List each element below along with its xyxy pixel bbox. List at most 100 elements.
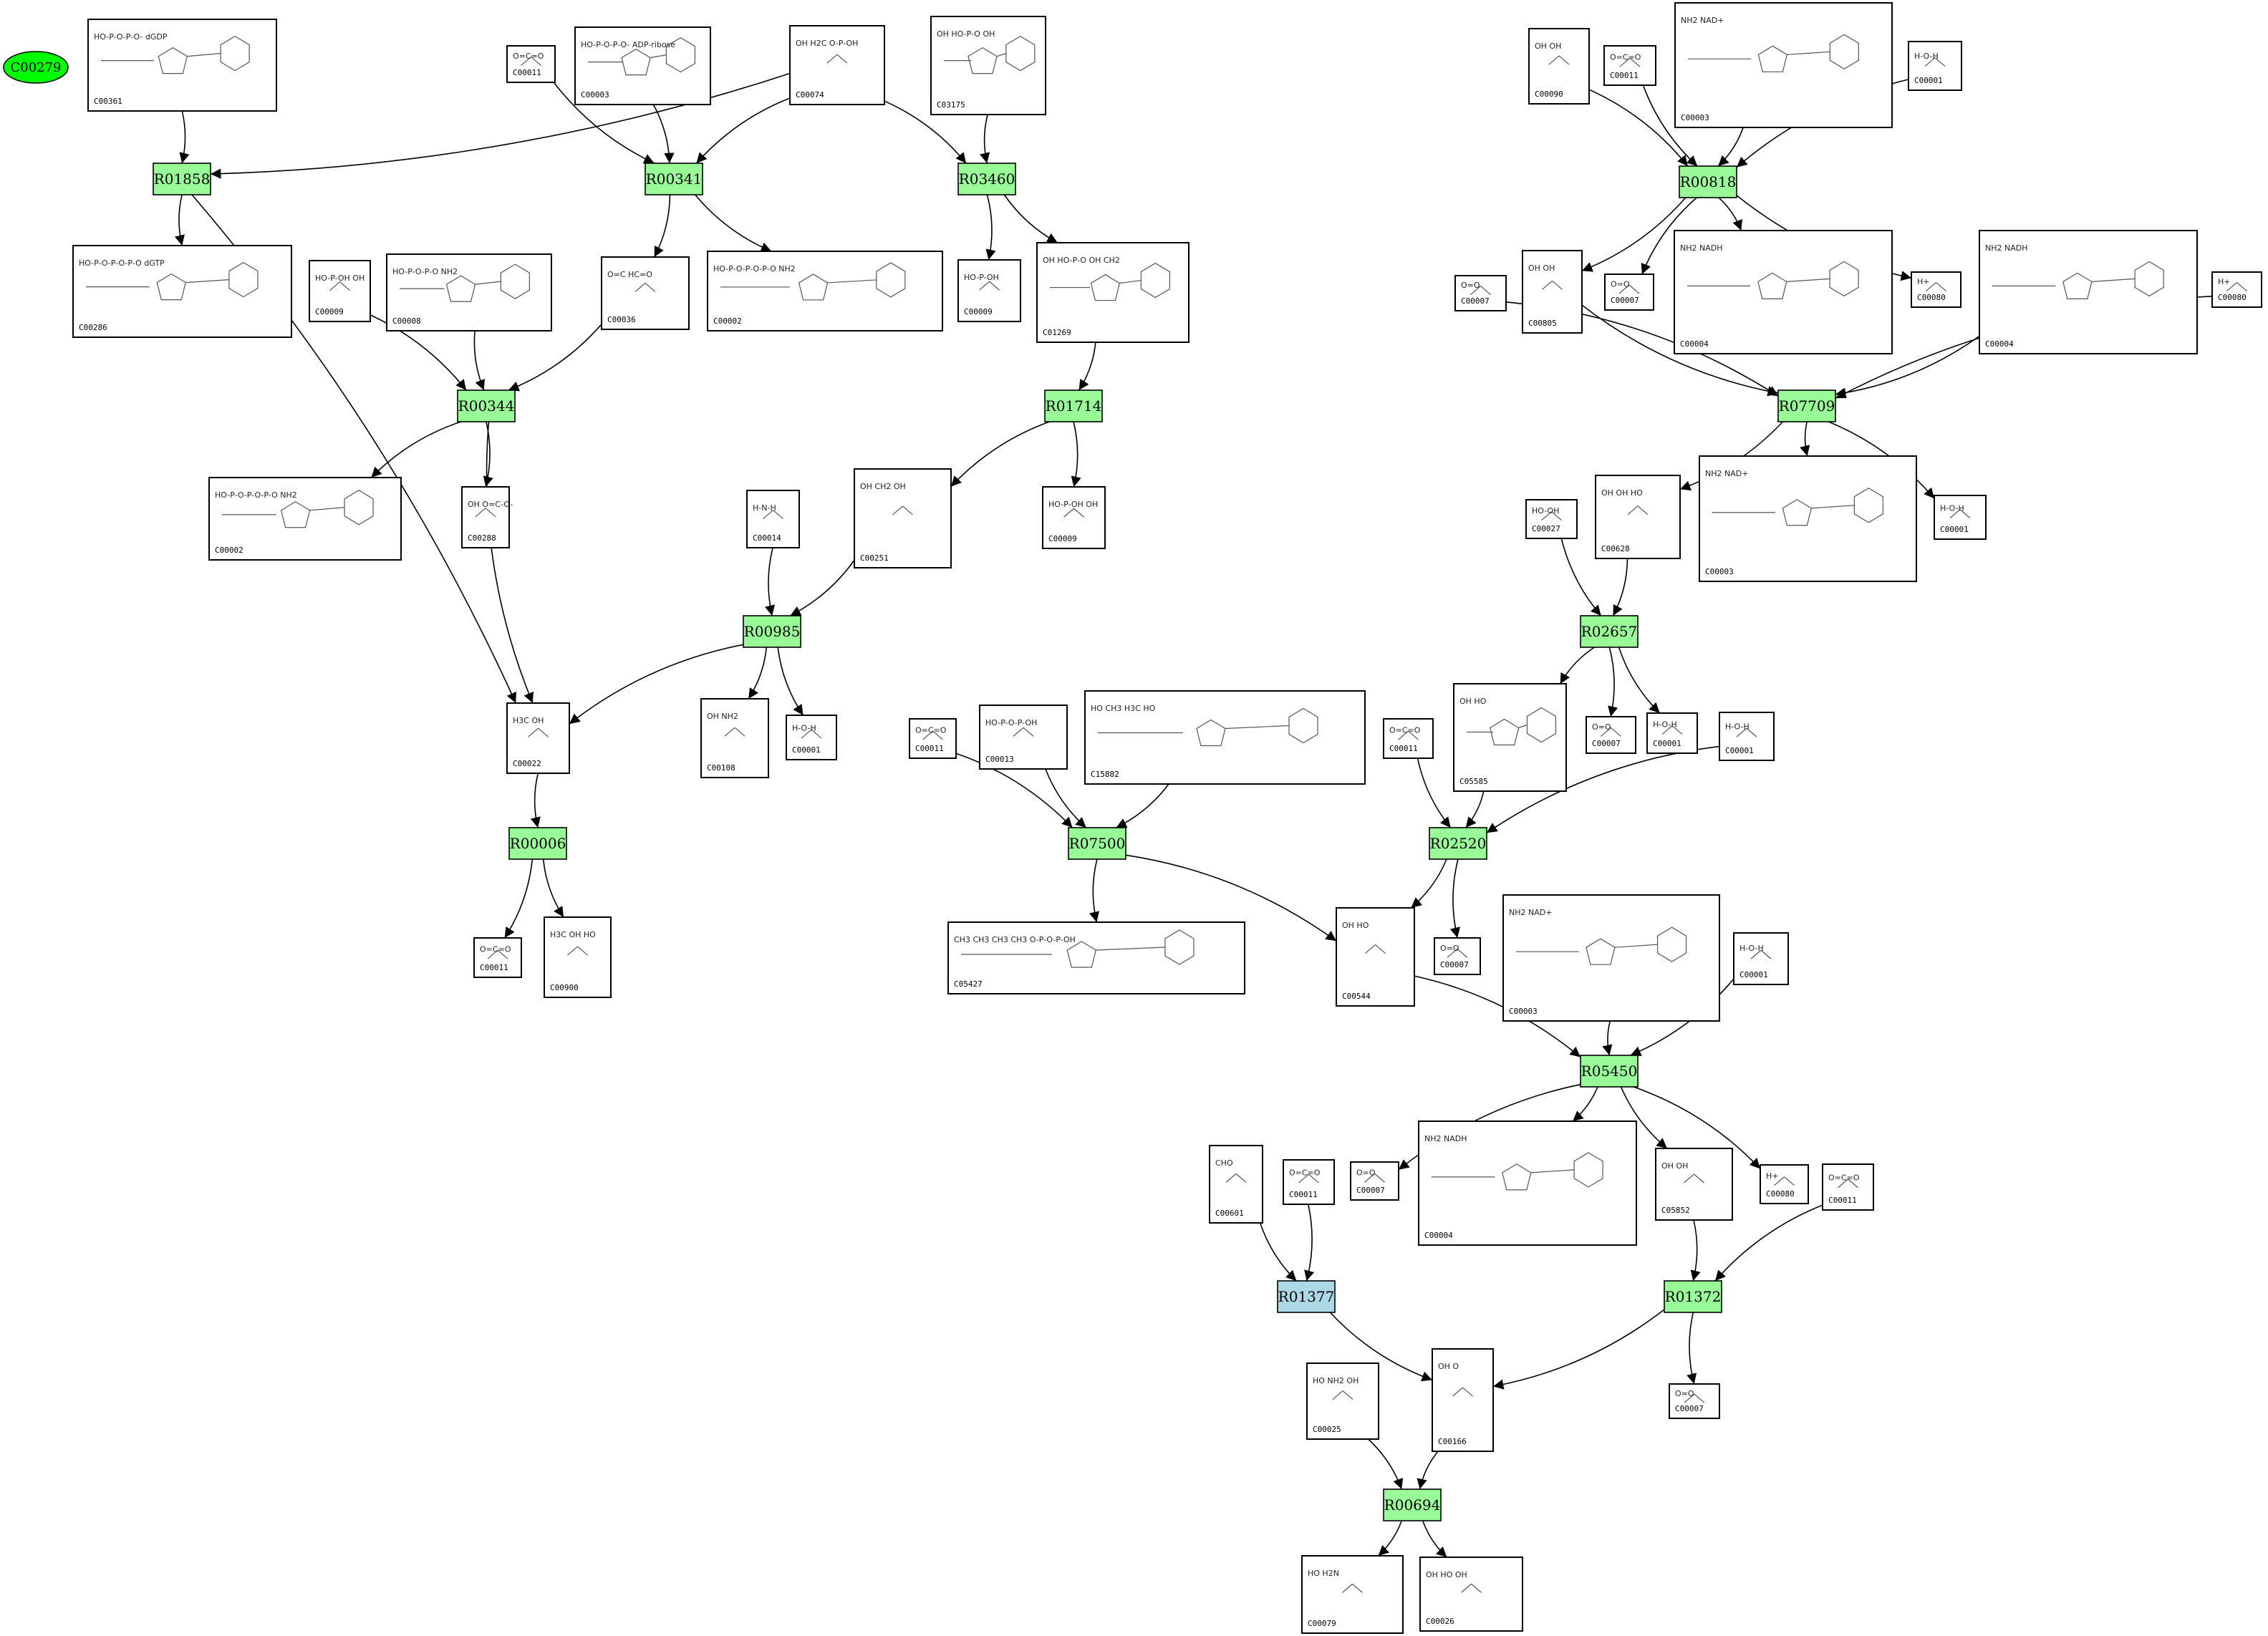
compound-c00080[interactable]: H+C00080	[1911, 271, 1961, 308]
structure-sketch	[1050, 262, 1170, 301]
reaction-r07500[interactable]: R07500	[1068, 827, 1126, 860]
reaction-r02520[interactable]: R02520	[1429, 827, 1487, 860]
structure-formula: OH NH2	[707, 712, 738, 721]
reaction-r03460[interactable]: R03460	[957, 163, 1016, 195]
structure-formula: OH HO-P-O OH CH2	[1043, 256, 1120, 265]
reaction-r05450[interactable]: R05450	[1580, 1055, 1639, 1088]
reaction-box	[1068, 827, 1126, 860]
reaction-r07709[interactable]: R07709	[1777, 389, 1836, 422]
structure-formula: O=C=O	[1610, 52, 1641, 62]
structure-sketch	[1688, 34, 1859, 72]
compound-c00011[interactable]: O=C=O C00011	[1603, 45, 1656, 86]
compound-c00080[interactable]: H+C00080	[2211, 271, 2262, 308]
compound-c00080[interactable]: H+C00080	[1760, 1164, 1809, 1204]
structure-formula: OH HO OH	[1426, 1570, 1467, 1579]
reaction-r01377[interactable]: R01377	[1277, 1280, 1336, 1313]
reaction-r00006[interactable]: R00006	[508, 827, 567, 860]
edge-c00025-R00694	[1367, 1438, 1404, 1490]
compound-c00288[interactable]: OH O=C-O-C00288	[461, 486, 513, 548]
reaction-r00694[interactable]: R00694	[1383, 1489, 1442, 1521]
edge-R00985-c00022	[569, 644, 744, 725]
compound-label: C00286	[79, 323, 107, 332]
structure-formula: H-O-H	[1940, 503, 1964, 513]
compound-c00003[interactable]: NH2 NAD+C00003	[1674, 2, 1893, 128]
compound-label: C00011	[1610, 71, 1639, 80]
structure-formula: HO H2N	[1308, 1569, 1339, 1578]
reaction-r00818[interactable]: R00818	[1679, 165, 1737, 198]
reaction-r00341[interactable]: R00341	[645, 163, 703, 195]
compound-c00003[interactable]: NH2 NAD+C00003	[1699, 455, 1917, 582]
reaction-r01714[interactable]: R01714	[1044, 389, 1103, 422]
start-node[interactable]: C00279	[3, 51, 69, 84]
reaction-label: R03460	[959, 170, 1015, 188]
reaction-r01858[interactable]: R01858	[153, 163, 211, 195]
compound-label: C00008	[392, 316, 421, 326]
structure-formula: HO-P-O-P-O NH2	[392, 267, 458, 276]
structure-formula: O=C HC=O	[607, 270, 652, 279]
structure-sketch	[979, 281, 1000, 291]
reaction-r02657[interactable]: R02657	[1580, 615, 1639, 648]
reaction-r00985[interactable]: R00985	[743, 615, 801, 648]
reaction-r00344[interactable]: R00344	[457, 389, 516, 422]
reaction-box	[1429, 827, 1487, 860]
compound-box	[1669, 1383, 1720, 1419]
compound-c00003[interactable]: NH2 NAD+C00003	[1502, 894, 1720, 1022]
reaction-r01372[interactable]: R01372	[1664, 1280, 1722, 1313]
edge-c05585-R02520	[1465, 790, 1485, 828]
